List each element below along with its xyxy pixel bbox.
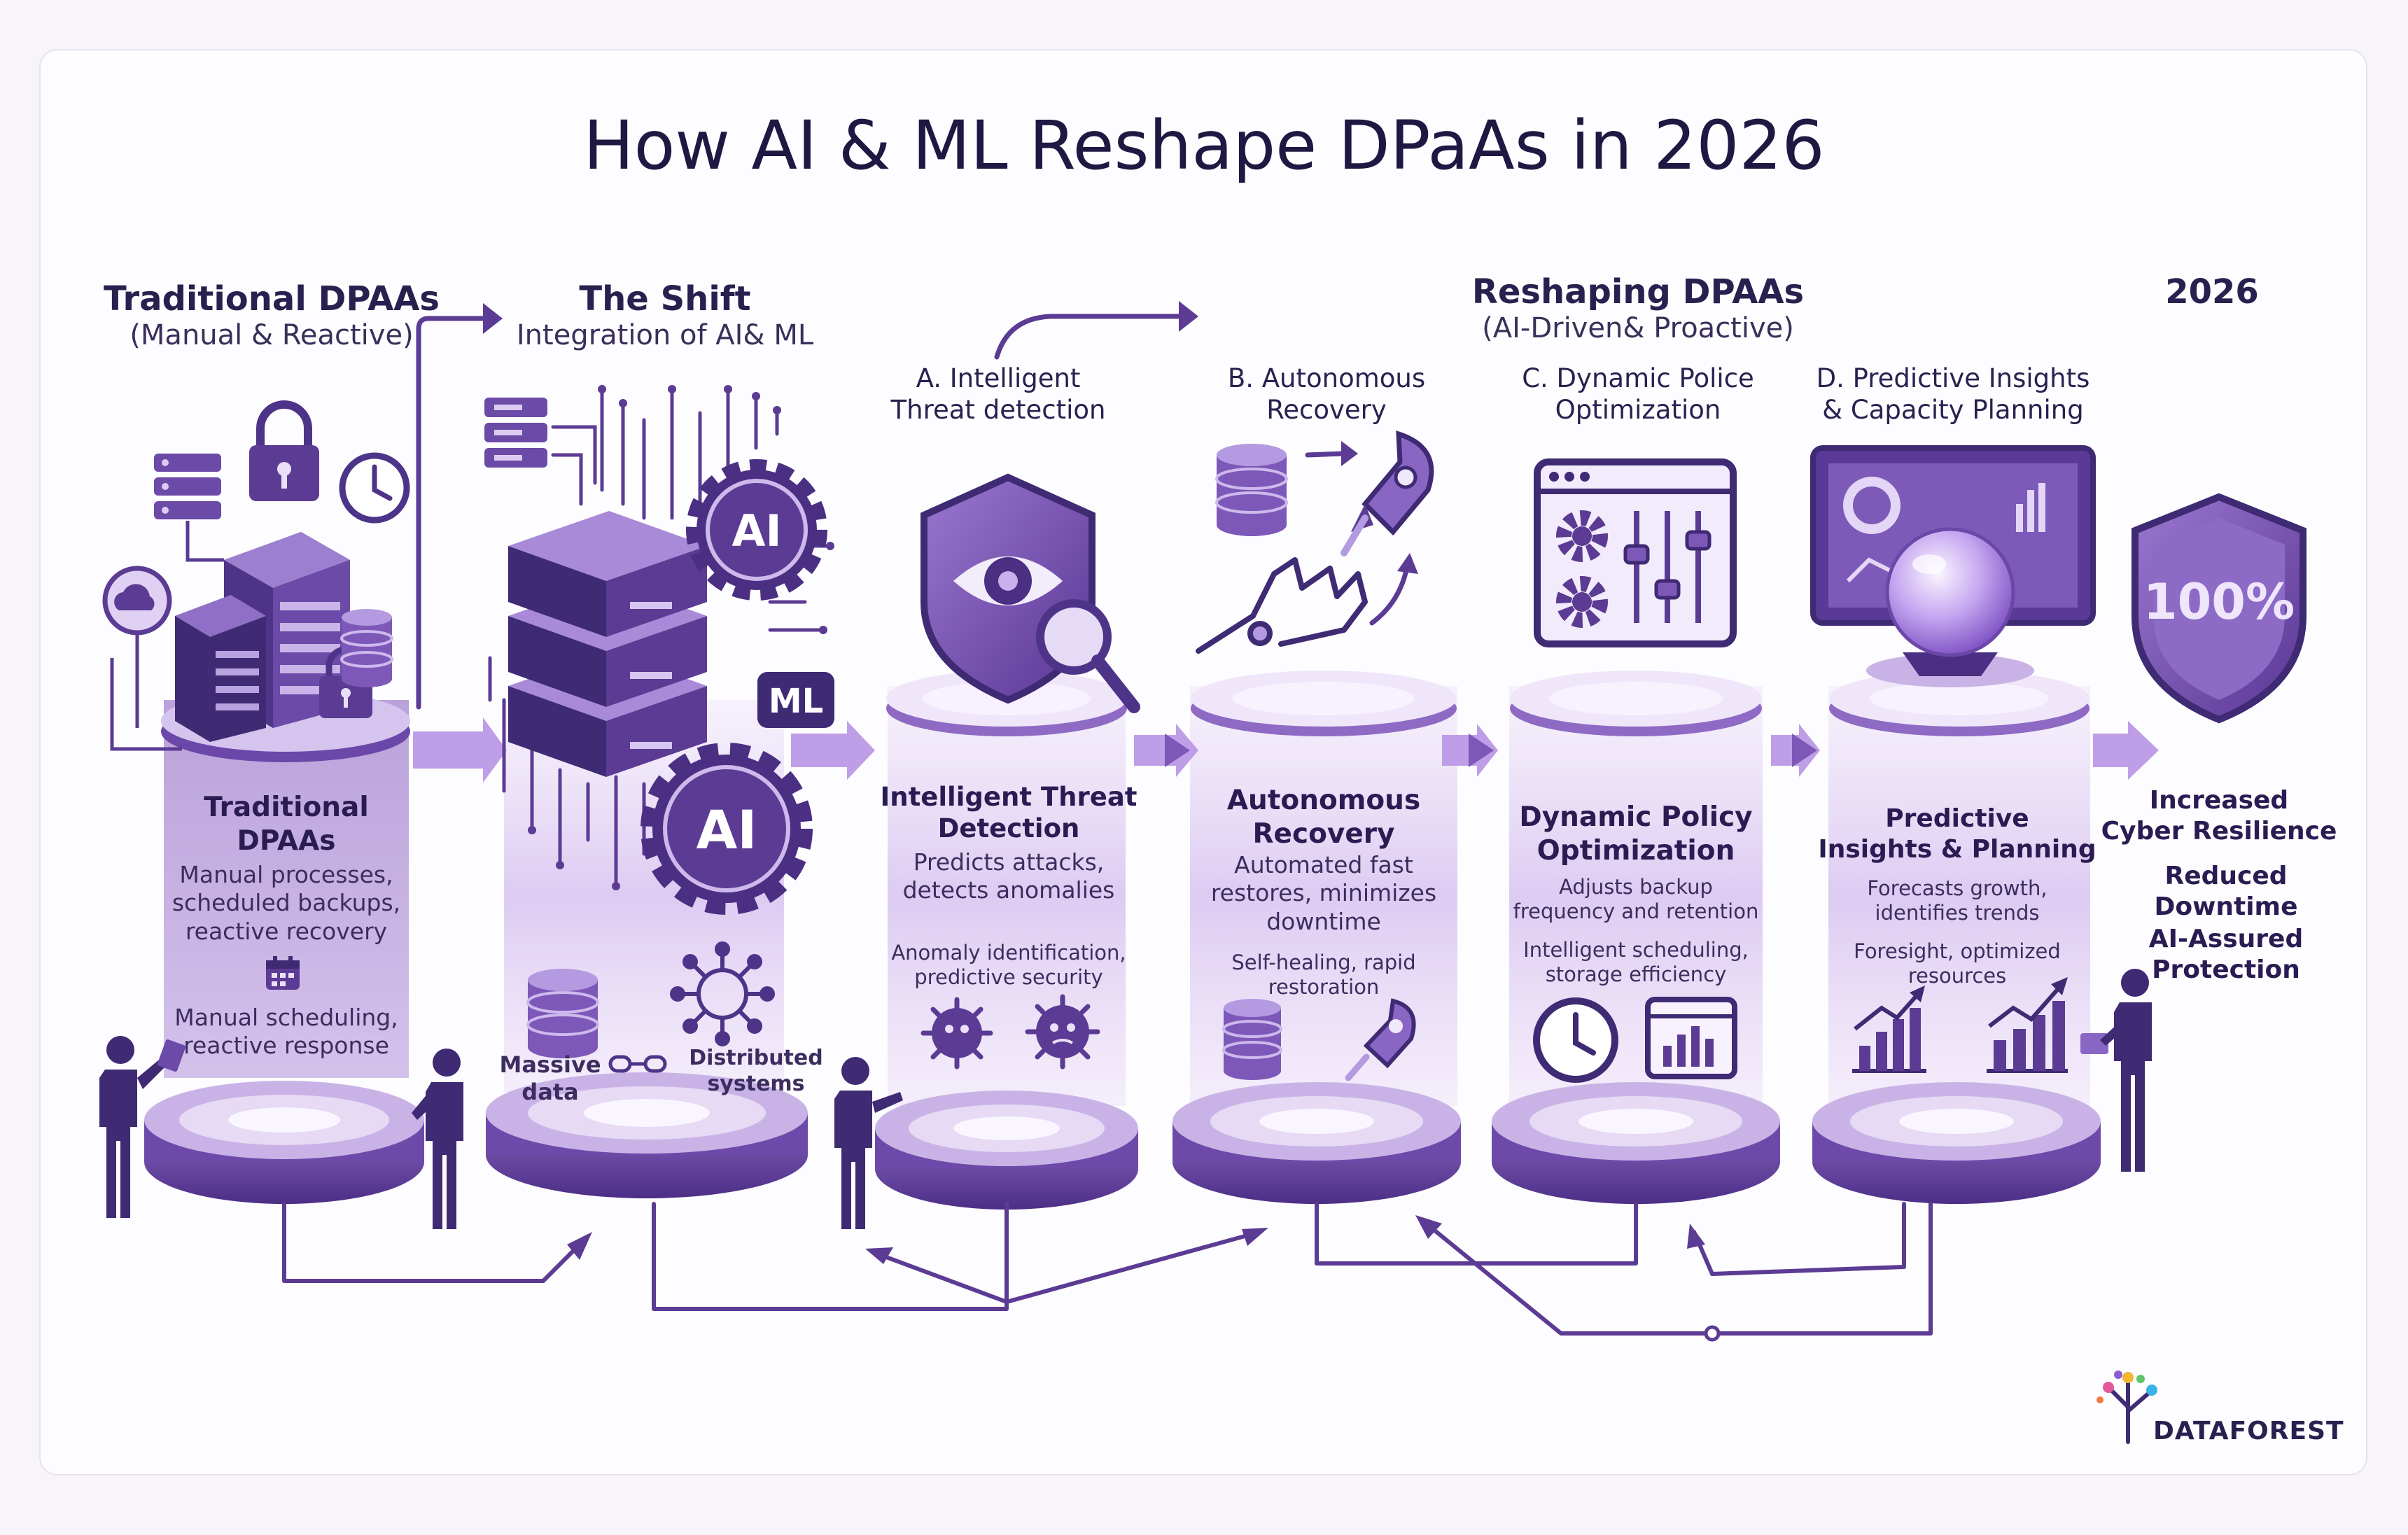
distributed-network-icon (670, 941, 775, 1046)
base-disc-shift (486, 1072, 808, 1198)
database-small-icon (1222, 999, 1282, 1080)
pillar-beam-predictive (1828, 686, 2090, 1106)
growth-chart-icon (1852, 986, 1926, 1073)
header-arrowheads (483, 301, 1198, 334)
person-icon (834, 1057, 903, 1229)
policy-pillar-text-secondary: Intelligent scheduling, storage efficien… (1523, 938, 1749, 987)
rocket-small-icon (1345, 998, 1416, 1081)
top-disc-policy (1510, 671, 1762, 736)
rocket-icon (1340, 430, 1434, 556)
threat-pillar-text-secondary: Anomaly identification, predictive secur… (891, 941, 1126, 990)
bottom-connector-lines (282, 1202, 1933, 1336)
shield-100-icon: 100% (2132, 493, 2306, 724)
predictive-pillar-heading: Predictive Insights & Planning (1818, 804, 2096, 864)
predictive-pillar-text-secondary: Foresight, optimized resources (1854, 939, 2061, 988)
mini-server-icon (484, 398, 547, 468)
calendar-icon (263, 953, 302, 993)
distributed-systems-label: Distributed systems (689, 1046, 823, 1096)
clock-icon (339, 452, 410, 524)
flow-arrows (413, 717, 2159, 783)
robot-hand-icon (1196, 557, 1368, 654)
top-disc-predictive (1829, 671, 2090, 736)
growth-chart-second-icon (1987, 977, 2068, 1073)
circuit-dots (528, 385, 834, 890)
base-disc-predictive (1812, 1082, 2101, 1204)
traditional-circuit-lines (110, 521, 224, 751)
shift-header-title: The Shift (579, 279, 751, 318)
ml-badge-label: ML (769, 682, 823, 721)
ml-badge-icon: ML (757, 672, 834, 728)
threat-pillar-heading: Intelligent Threat Detection (880, 782, 1138, 844)
traditional-header-title: Traditional DPAAs (104, 279, 440, 318)
connector-node (1704, 1325, 1721, 1342)
pillar-beam-traditional (164, 700, 409, 1078)
cloud-icon (102, 566, 172, 636)
ai-gear-bottom-icon: AI (640, 743, 813, 915)
ai-gear-top-label: AI (732, 505, 781, 556)
gear-icon (1556, 510, 1608, 628)
stage-label-threat: A. Intelligent Threat detection (890, 363, 1106, 426)
predictive-pillar-text: Forecasts growth, identifies trends (1867, 876, 2047, 925)
threat-pillar-text: Predicts attacks, detects anomalies (902, 848, 1115, 904)
traditional-pillar-heading: Traditional DPAAs (204, 792, 369, 857)
recovery-arrowheads (1341, 441, 1418, 574)
base-disc-threat (875, 1091, 1138, 1210)
shield-percent-label: 100% (2143, 573, 2295, 631)
server-stack-icon (175, 532, 350, 742)
virus-icon (920, 997, 993, 1070)
result-ai-assured: AI-Assured Protection (2148, 925, 2304, 984)
slider-icon (1623, 511, 1712, 623)
policy-pillar-text: Adjusts backup frequency and retention (1513, 875, 1759, 924)
person-icon (99, 1036, 186, 1218)
top-disc-recovery (1191, 671, 1457, 736)
base-disc-recovery (1172, 1082, 1461, 1204)
clock-policy-icon (1533, 997, 1618, 1083)
recovery-pillar-text-secondary: Self-healing, rapid restoration (1231, 951, 1416, 1000)
ai-gear-bottom-label: AI (696, 799, 757, 861)
result-reduced-downtime: Reduced Downtime (2154, 862, 2298, 921)
traditional-pillar-text: Manual processes, scheduled backups, rea… (172, 861, 401, 945)
top-disc-threat (886, 671, 1127, 736)
crystal-ball-icon (1866, 527, 2034, 687)
logo-wordmark: DATAFOREST (2153, 1417, 2344, 1445)
storage-rack-icon (154, 454, 221, 519)
massive-data-label: Massive data (499, 1051, 601, 1106)
massive-data-icon (526, 969, 599, 1058)
base-disc-traditional (144, 1081, 424, 1204)
person-icon (412, 1049, 463, 1229)
policy-pillar-heading: Dynamic Policy Optimization (1519, 801, 1753, 867)
traditional-header-subtitle: (Manual & Reactive) (130, 319, 414, 351)
database-recovery-icon (1215, 444, 1288, 536)
result-cyber-resilience: Increased Cyber Resilience (2101, 786, 2337, 846)
recovery-arrows (1305, 451, 1410, 626)
stage-label-policy: C. Dynamic Police Optimization (1522, 363, 1754, 426)
bar-chart-window-icon (1645, 997, 1737, 1079)
connector-arrowheads (567, 1215, 1705, 1264)
header-arrows (416, 314, 1186, 710)
magnifier-icon (1036, 599, 1140, 713)
virus-angry-icon (1025, 994, 1100, 1070)
person-icon (2080, 969, 2152, 1172)
server-blocks-icon (508, 511, 707, 777)
recovery-pillar-text: Automated fast restores, minimizes downt… (1210, 851, 1437, 935)
year-header: 2026 (2165, 272, 2259, 311)
page-title: How AI & ML Reshape DPaAs in 2026 (583, 106, 1825, 185)
shift-header-subtitle: Integration of AI& ML (516, 319, 814, 351)
base-disc-policy (1492, 1082, 1780, 1204)
database-icon (340, 609, 393, 687)
reshaping-header-subtitle: (AI-Driven& Proactive) (1482, 312, 1794, 344)
logo-tree-icon (2096, 1371, 2157, 1444)
traditional-pillar-text-secondary: Manual scheduling, reactive response (174, 1004, 398, 1060)
recovery-pillar-heading: Autonomous Recovery (1226, 785, 1421, 850)
link-chain-icon (608, 1055, 667, 1073)
ai-gear-top-icon: AI (686, 459, 827, 601)
stage-label-recovery: B. Autonomous Recovery (1227, 363, 1426, 426)
padlock-icon (249, 400, 319, 501)
stage-label-predictive: D. Predictive Insights & Capacity Planni… (1816, 363, 2090, 426)
reshaping-header-title: Reshaping DPAAs (1471, 272, 1805, 311)
